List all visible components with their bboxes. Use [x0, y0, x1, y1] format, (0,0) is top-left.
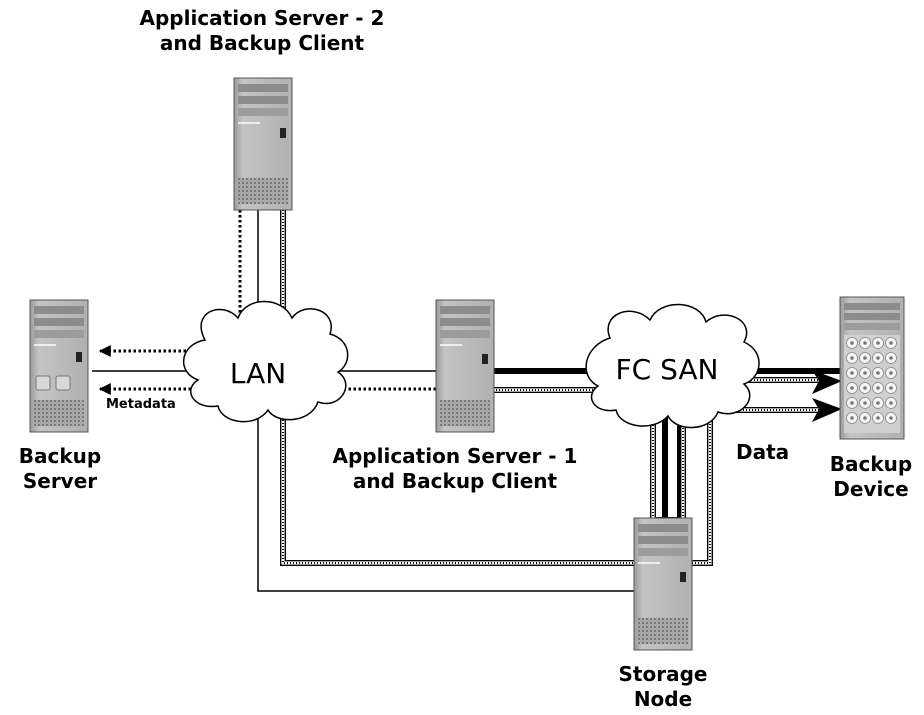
lan-label: LAN: [230, 357, 286, 390]
arrowhead-lower: [812, 398, 842, 422]
lan-cloud: LAN: [182, 300, 349, 423]
tape-cartridges: [844, 335, 900, 433]
app-server-2-tower: [233, 77, 293, 211]
storage-node-label-line1: Storage: [618, 662, 708, 686]
storage-node-label-line2: Node: [633, 686, 693, 711]
backup-device-library: [839, 296, 905, 440]
backup-server-tower: [29, 299, 89, 433]
backup-server-label: Backup Server: [0, 444, 120, 493]
fc-san-label: FC SAN: [616, 353, 719, 386]
app-server-2-label-line1: Application Server - 2: [139, 6, 385, 30]
arrowhead-upper: [812, 370, 842, 394]
data-arrowheads: [812, 370, 842, 422]
link-storage-node-lan: [257, 380, 640, 592]
app-server-2-label: Application Server - 2 and Backup Client: [112, 6, 412, 55]
storage-node-label: Storage Node: [593, 662, 733, 711]
backup-device-label-line2: Device: [833, 476, 909, 501]
app-server-1-label-line1: Application Server - 1: [332, 444, 578, 468]
app-server-1-label: Application Server - 1 and Backup Client: [300, 444, 610, 493]
backup-device-label-line1: Backup: [829, 452, 913, 476]
app-server-1-tower: [435, 299, 495, 433]
app-server-2-label-line2: and Backup Client: [159, 30, 365, 55]
data-label: Data: [736, 440, 790, 464]
backup-device-label: Backup Device: [818, 452, 924, 501]
fc-san-cloud: FC SAN: [585, 303, 760, 429]
metadata-label: Metadata: [106, 397, 176, 412]
storage-node-tower: [633, 517, 693, 651]
backup-server-label-line2: Server: [22, 468, 98, 493]
backup-server-label-line1: Backup: [18, 444, 102, 468]
app-server-1-label-line2: and Backup Client: [352, 468, 558, 493]
